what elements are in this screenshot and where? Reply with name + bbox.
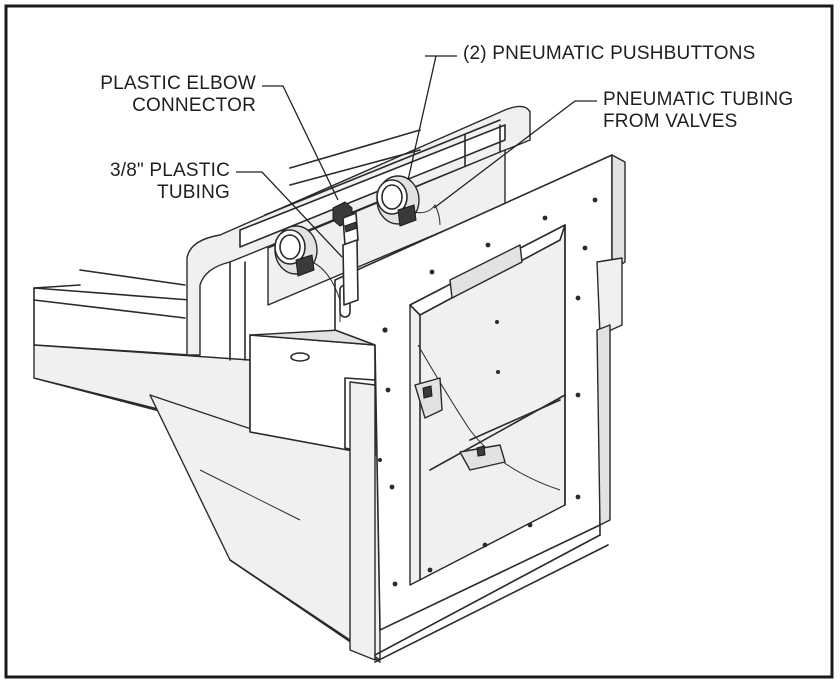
callout-tubing-from-valves: PNEUMATIC TUBING FROM VALVES: [603, 89, 793, 133]
console-hood: [186, 105, 531, 361]
callout-plastic-tubing: 3/8" PLASTIC TUBING: [40, 160, 230, 204]
console-lower-box: [249, 329, 376, 661]
callout-tubing-valves-line2: FROM VALVES: [603, 111, 738, 132]
callout-plastic-tubing-line2: TUBING: [157, 182, 230, 203]
pushbutton-left: [274, 225, 341, 322]
callout-plastic-tubing-line1: 3/8" PLASTIC: [109, 160, 230, 181]
callout-pushbuttons-line1: (2) PNEUMATIC PUSHBUTTONS: [463, 43, 756, 64]
callout-tubing-valves-line1: PNEUMATIC TUBING: [603, 89, 794, 110]
pushbutton-right: [376, 175, 441, 227]
callout-pushbuttons: (2) PNEUMATIC PUSHBUTTONS: [463, 43, 756, 65]
plastic-tubing: [342, 239, 359, 306]
callout-elbow-connector: PLASTIC ELBOW CONNECTOR: [60, 73, 256, 117]
elbow-connector: [332, 201, 359, 246]
leader-lines: [236, 55, 597, 258]
callout-elbow-line1: PLASTIC ELBOW: [100, 73, 256, 94]
callout-elbow-line2: CONNECTOR: [132, 95, 256, 116]
console-arm: [33, 269, 381, 663]
